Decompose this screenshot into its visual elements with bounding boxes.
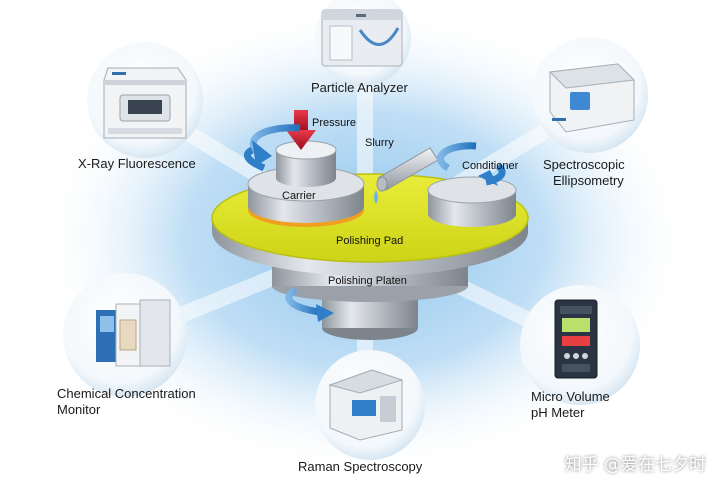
carrier-rotation-arrow bbox=[244, 124, 301, 172]
label-polishing-pad: Polishing Pad bbox=[336, 235, 404, 247]
label-conditioner: Conditioner bbox=[462, 160, 519, 172]
label-raman-spectroscopy: Raman Spectroscopy bbox=[298, 459, 423, 474]
chemical-monitor-icon bbox=[96, 299, 171, 367]
conditioner-rotation-arrow bbox=[437, 142, 506, 186]
label-micro-volume: Micro Volume bbox=[531, 389, 610, 404]
raman-spectroscopy-icon bbox=[328, 369, 404, 441]
ph-meter-icon bbox=[554, 299, 598, 379]
label-polishing-platen: Polishing Platen bbox=[328, 275, 407, 287]
label-particle-analyzer: Particle Analyzer bbox=[311, 80, 408, 95]
label-pressure: Pressure bbox=[312, 117, 357, 129]
label-xray-fluorescence: X-Ray Fluorescence bbox=[78, 156, 196, 171]
conditioner-unit bbox=[427, 176, 517, 227]
particle-analyzer-icon bbox=[321, 9, 403, 67]
spectroscopic-ellipsometry-icon bbox=[548, 63, 636, 133]
carrier-unit bbox=[247, 140, 365, 227]
label-chemical-concentration: Chemical Concentration bbox=[57, 386, 196, 401]
label-spectroscopic: Spectroscopic bbox=[543, 157, 625, 172]
label-slurry: Slurry bbox=[365, 137, 394, 149]
label-ph-meter: pH Meter bbox=[531, 405, 585, 420]
watermark: 知乎 @爱在七夕时 bbox=[564, 455, 706, 475]
platen-rotation-arrow bbox=[285, 286, 334, 322]
label-carrier: Carrier bbox=[282, 190, 316, 202]
label-ellipsometry: Ellipsometry bbox=[553, 173, 624, 188]
xray-fluorescence-icon bbox=[103, 67, 187, 139]
label-monitor: Monitor bbox=[57, 402, 101, 417]
